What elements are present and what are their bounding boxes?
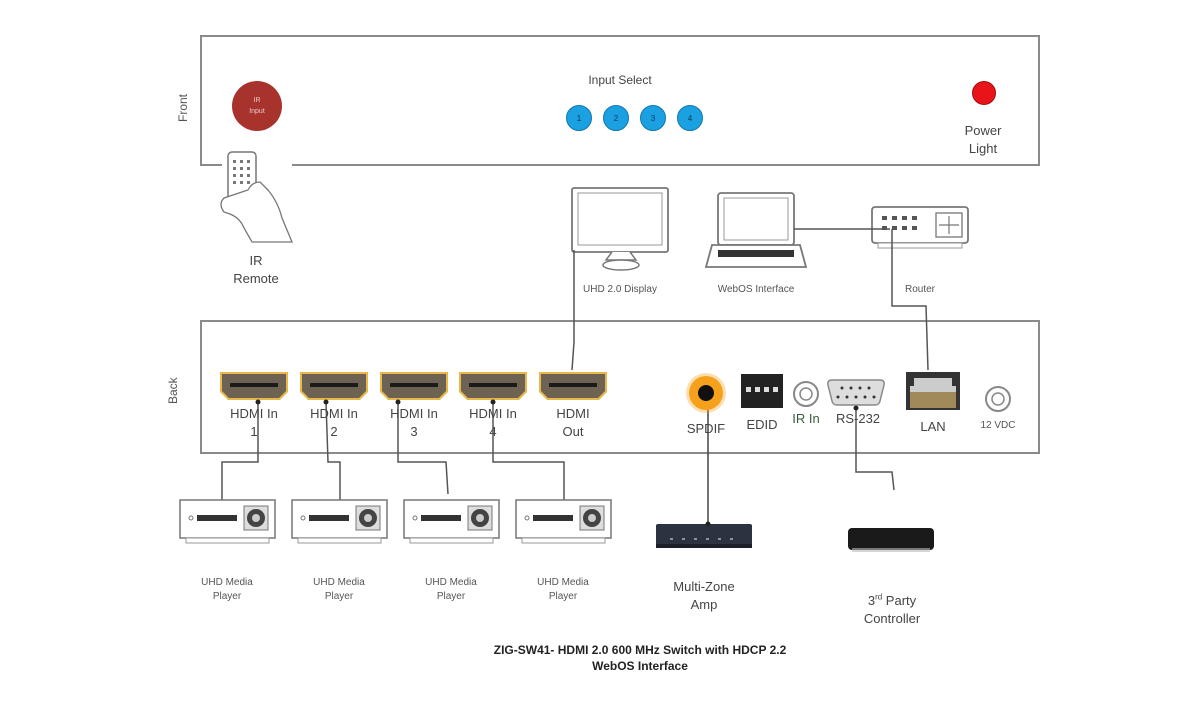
ir-remote-label: IR Remote [233, 253, 279, 286]
router-icon [871, 206, 969, 249]
dc-power-label: 12 VDC [980, 420, 1016, 431]
third-party-controller-icon [848, 528, 934, 552]
hdmi-in-3-label: HDMI In 3 [390, 406, 438, 439]
diagram-caption: ZIG-SW41- HDMI 2.0 600 MHz Switch with H… [493, 643, 787, 674]
ir-in-port-icon [793, 381, 819, 407]
ir-in-label: IR In [792, 411, 820, 426]
power-light-icon [972, 81, 996, 105]
webos-interface-label: WebOS Interface [717, 284, 795, 295]
hdmi-in-2-label: HDMI In 2 [310, 406, 358, 439]
lan-label: LAN [920, 419, 946, 434]
ir-remote-icon [220, 151, 293, 243]
uhd-display-label: UHD 2.0 Display [583, 284, 657, 295]
hdmi-out-label: HDMI Out [556, 406, 590, 439]
media-player-4-label: UHD Media Player [537, 577, 589, 602]
hdmi-in-1-label: HDMI In 1 [230, 406, 278, 439]
hdmi-in-4-label: HDMI In 4 [469, 406, 517, 439]
input-button-4[interactable]: 4 [677, 105, 703, 131]
media-player-1-label: UHD Media Player [201, 577, 253, 602]
power-light-label: Power Light [964, 123, 1002, 156]
media-player-icons [179, 499, 612, 544]
input-button-3[interactable]: 3 [640, 105, 666, 131]
spdif-label: SPDIF [686, 421, 726, 436]
rs232-label: RS-232 [835, 411, 881, 426]
input-select-label: Input Select [588, 73, 652, 87]
router-label: Router [904, 284, 935, 295]
edid-label: EDID [746, 417, 778, 432]
edid-switch-icon [741, 374, 783, 408]
multi-zone-amp-label: Multi-Zone Amp [673, 579, 735, 612]
media-player-2-label: UHD Media Player [313, 577, 365, 602]
hdmi-port-icons [220, 372, 607, 400]
input-select-buttons: 1 2 3 4 [566, 105, 703, 131]
lan-port-icon [906, 372, 960, 410]
input-button-1[interactable]: 1 [566, 105, 592, 131]
ir-input-sensor: IR Input [232, 81, 282, 131]
input-button-2[interactable]: 2 [603, 105, 629, 131]
webos-laptop-icon [704, 192, 808, 268]
dc-power-port-icon [985, 386, 1011, 412]
uhd-display-icon [571, 187, 669, 271]
spdif-port-icon [686, 373, 726, 413]
ir-input-label: IR Input [249, 97, 265, 115]
rs232-port-icon [827, 379, 885, 406]
media-player-3-label: UHD Media Player [425, 577, 477, 602]
front-panel [200, 35, 1040, 166]
multi-zone-amp-icon [656, 524, 752, 548]
third-party-controller-label: 3rd Party Controller [863, 592, 921, 626]
